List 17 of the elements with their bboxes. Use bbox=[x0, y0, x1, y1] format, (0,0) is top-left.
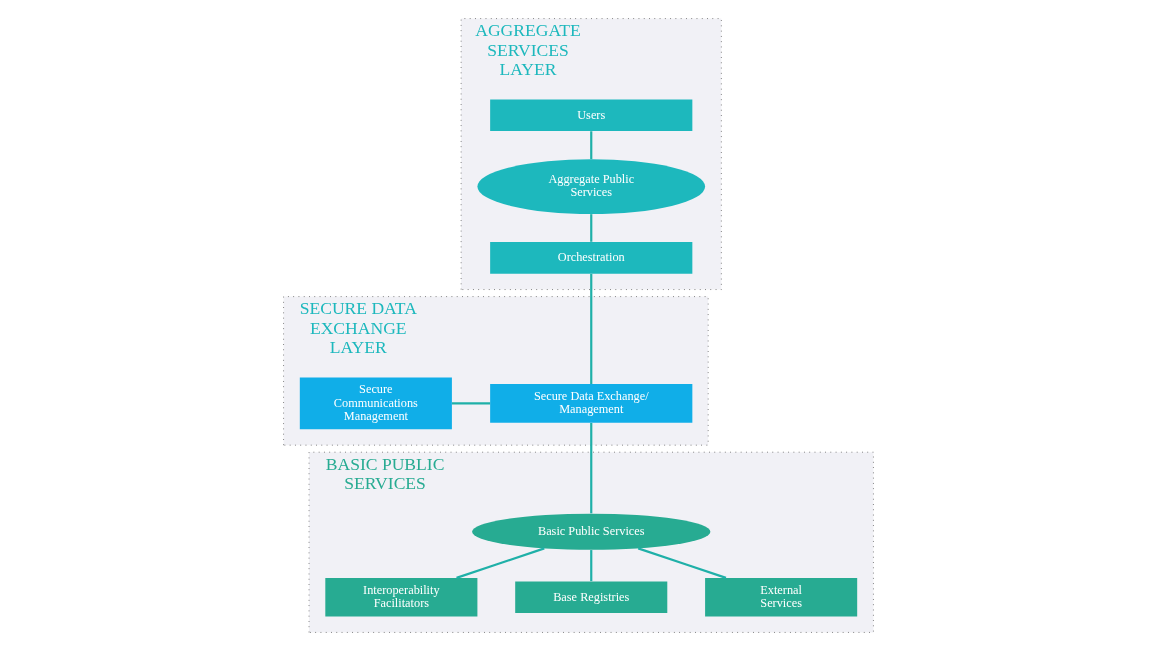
connector bbox=[589, 214, 592, 242]
connector bbox=[637, 547, 726, 579]
connector bbox=[589, 422, 592, 514]
node-box: Orchestration bbox=[489, 242, 692, 274]
connector bbox=[589, 131, 592, 160]
connector bbox=[451, 402, 490, 405]
node-box: Interoperability Facilitators bbox=[324, 577, 477, 617]
connector bbox=[455, 547, 545, 579]
node-box: Secure Data Exchange/ Management bbox=[489, 384, 692, 423]
node-box: Secure Communications Management bbox=[299, 377, 452, 430]
node-box: Base Registries bbox=[514, 581, 667, 614]
node-box: Users bbox=[489, 99, 692, 132]
node-box: External Services bbox=[704, 577, 857, 617]
connector bbox=[589, 273, 592, 384]
node-ellipse: Aggregate Public Services bbox=[476, 159, 705, 215]
connector bbox=[589, 550, 592, 582]
node-ellipse: Basic Public Services bbox=[471, 513, 710, 550]
